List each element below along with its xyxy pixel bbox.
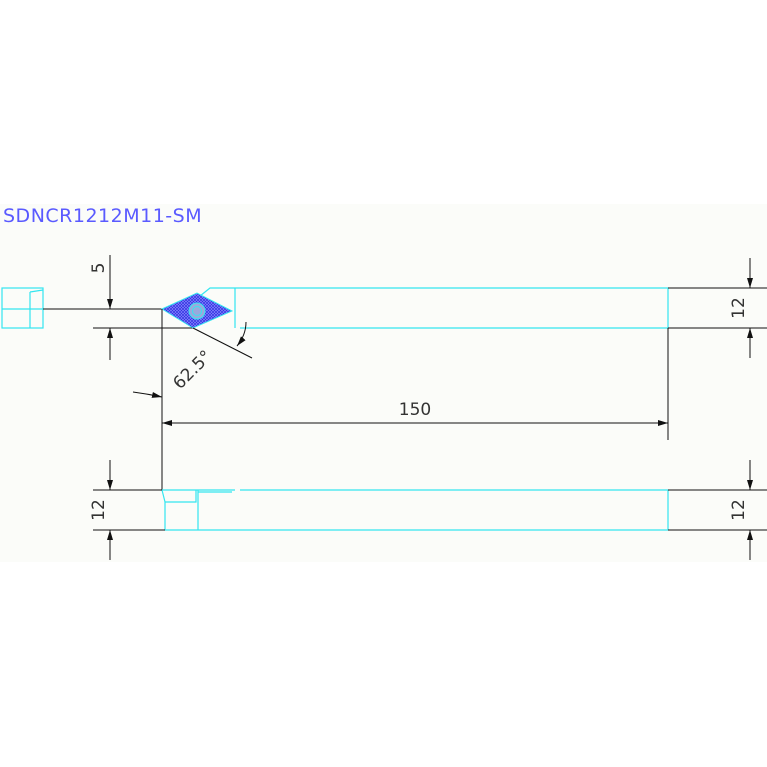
svg-text:5: 5	[89, 263, 109, 274]
drawing-area	[0, 204, 767, 562]
end-view-shank	[1, 287, 44, 329]
part-title: SDNCR1212M11-SM	[3, 205, 202, 227]
svg-text:12: 12	[89, 499, 109, 521]
screw-icon	[188, 302, 206, 320]
svg-text:12: 12	[729, 297, 749, 319]
svg-text:150: 150	[399, 400, 431, 420]
dimension-length: 150	[162, 328, 669, 440]
dimension-height-bottom-left: 12	[89, 460, 113, 560]
dimension-height-bottom-right: 12	[668, 460, 767, 560]
side-view	[93, 489, 669, 531]
svg-text:12: 12	[729, 499, 749, 521]
dimension-height-top-right: 12	[668, 258, 767, 358]
dimension-offset: 5	[89, 255, 113, 360]
